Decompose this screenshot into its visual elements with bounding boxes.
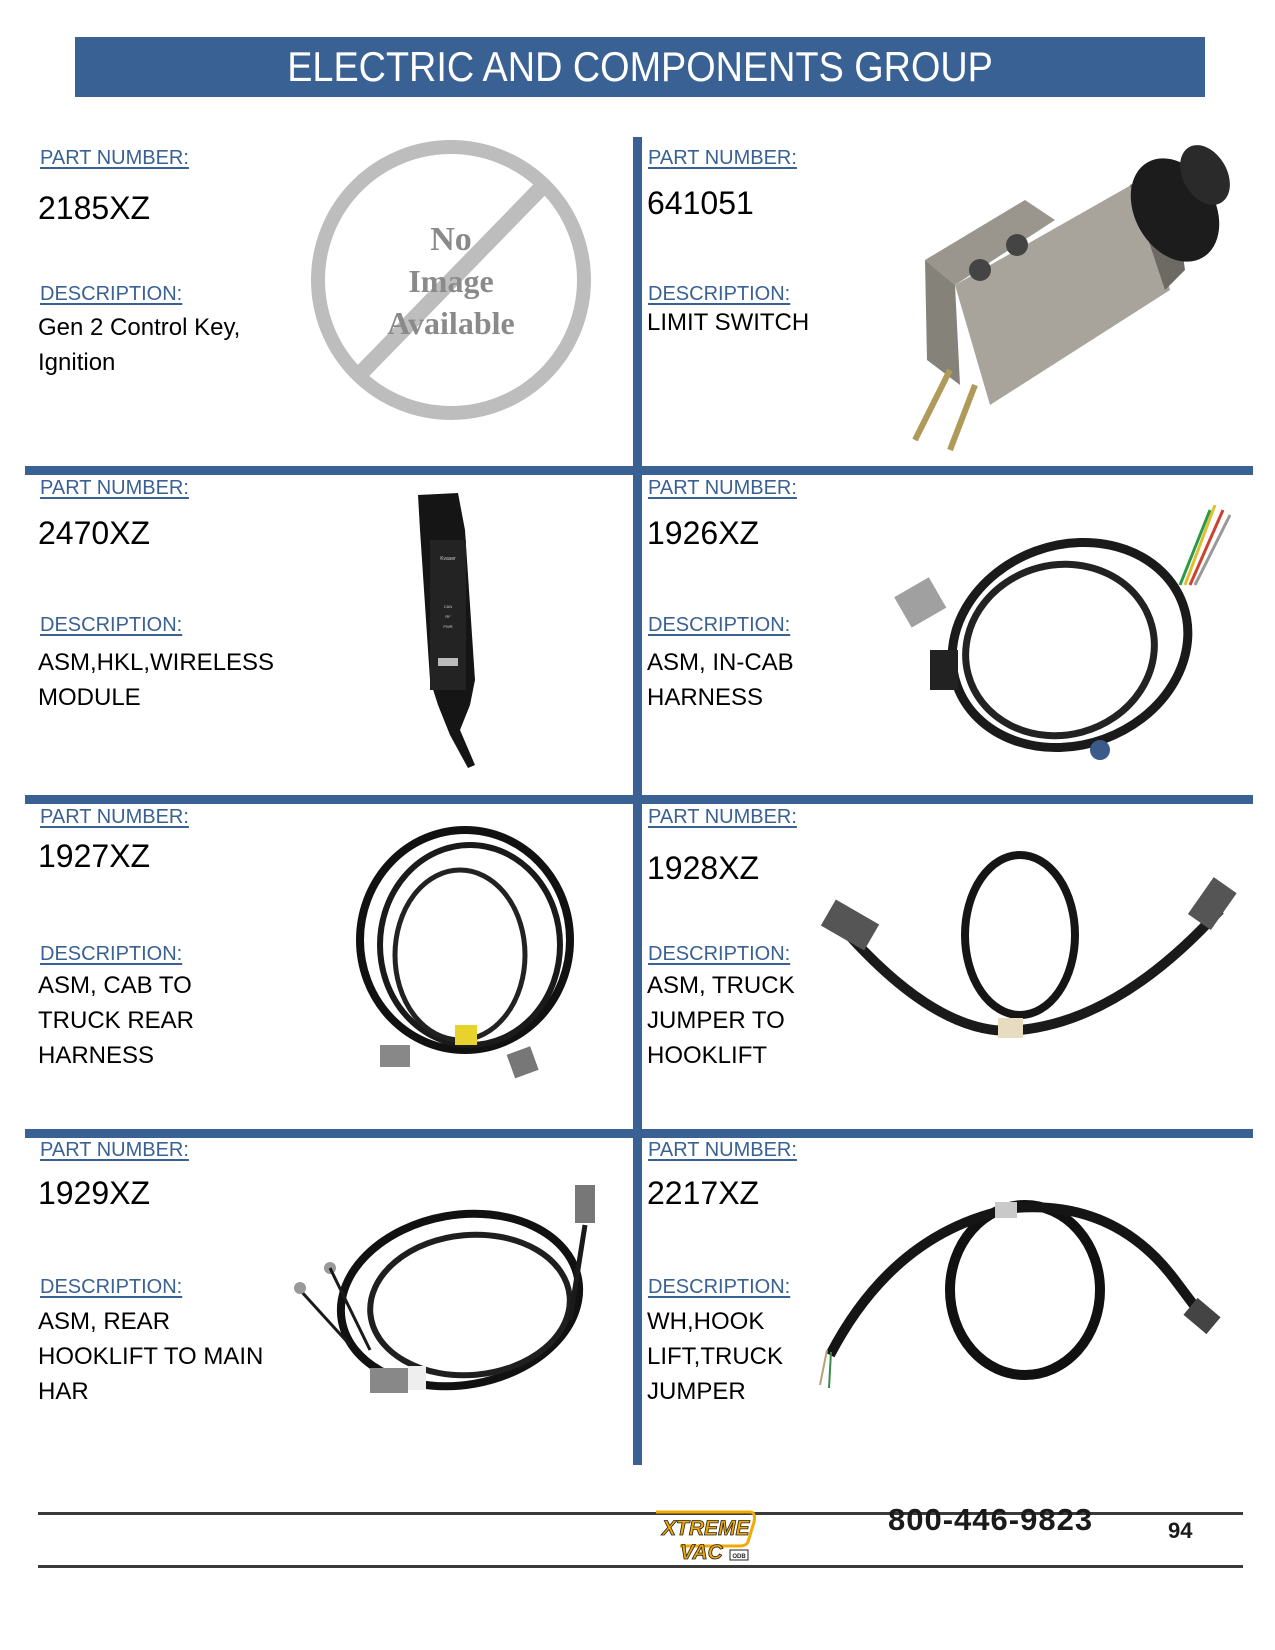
wireless-module-image: Kvaser CAN RF PWR [380,490,550,770]
cab-to-truck-rear-harness-image [340,825,590,1085]
phone-number: 800-446-9823 [888,1502,1094,1537]
description: LIMIT SWITCH [647,309,810,336]
description-label: DESCRIPTION: [648,1276,791,1298]
part-number: 1926XZ [647,515,760,551]
part-number: 2185XZ [38,190,151,226]
svg-text:Kvaser: Kvaser [440,556,456,562]
in-cab-harness-image [885,504,1240,770]
no-image-available-icon: No Image Available [310,140,592,420]
part-number-label: PART NUMBER: [40,1139,189,1161]
description-label: DESCRIPTION: [648,283,791,305]
description-label: DESCRIPTION: [40,614,183,636]
part-number: 1927XZ [38,838,151,874]
part-number-label: PART NUMBER: [648,477,797,499]
part-number-label: PART NUMBER: [40,477,189,499]
page-number: 94 [1168,1518,1193,1543]
part-number: 1928XZ [647,850,760,886]
svg-text:Image: Image [408,263,493,299]
truck-jumper-harness-image [820,850,1240,1050]
description: Gen 2 Control Key, Ignition [38,314,241,376]
description: ASM, CAB TO TRUCK REAR HARNESS [38,972,195,1069]
svg-text:RF: RF [445,614,451,619]
part-number: 1929XZ [38,1175,151,1211]
row-divider-2 [25,795,1253,804]
description: ASM,HKL,WIRELESS MODULE [38,649,275,711]
description-label: DESCRIPTION: [648,943,791,965]
svg-text:VAC: VAC [680,1541,724,1564]
row-divider-1 [25,466,1253,475]
description-label: DESCRIPTION: [648,614,791,636]
part-number-label: PART NUMBER: [648,806,797,828]
row-divider-3 [25,1129,1253,1138]
footer-rule-top [38,1512,1243,1515]
footer-rule-bottom [38,1565,1243,1568]
description: ASM, TRUCK JUMPER TO HOOKLIFT [647,972,795,1069]
part-number-label: PART NUMBER: [40,806,189,828]
description: ASM, IN-CAB HARNESS [647,649,794,711]
page-title-bar: ELECTRIC AND COMPONENTS GROUP [75,37,1205,97]
description: WH,HOOK LIFT,TRUCK JUMPER [647,1308,784,1405]
part-number: 2217XZ [647,1175,760,1211]
svg-text:ODB: ODB [732,1554,746,1560]
description-label: DESCRIPTION: [40,943,183,965]
hooklift-truck-jumper-image [815,1200,1235,1390]
svg-text:Available: Available [387,305,514,341]
part-number-label: PART NUMBER: [648,1139,797,1161]
part-number-label: PART NUMBER: [648,147,797,169]
part-number: 641051 [647,185,754,221]
svg-text:CAN: CAN [444,604,453,609]
description-label: DESCRIPTION: [40,283,183,305]
svg-text:PWR: PWR [443,624,452,629]
limit-switch-image [905,140,1235,455]
svg-text:XTREME: XTREME [661,1517,751,1540]
xtreme-vac-logo: XTREME VAC ODB [650,1508,760,1564]
rear-hooklift-harness-image [240,1180,630,1420]
description-label: DESCRIPTION: [40,1276,183,1298]
svg-text:No: No [430,221,472,258]
description: ASM, REAR HOOKLIFT TO MAIN HAR [38,1308,264,1405]
part-number: 2470XZ [38,515,151,551]
part-number-label: PART NUMBER: [40,147,189,169]
page-title: ELECTRIC AND COMPONENTS GROUP [287,43,993,90]
